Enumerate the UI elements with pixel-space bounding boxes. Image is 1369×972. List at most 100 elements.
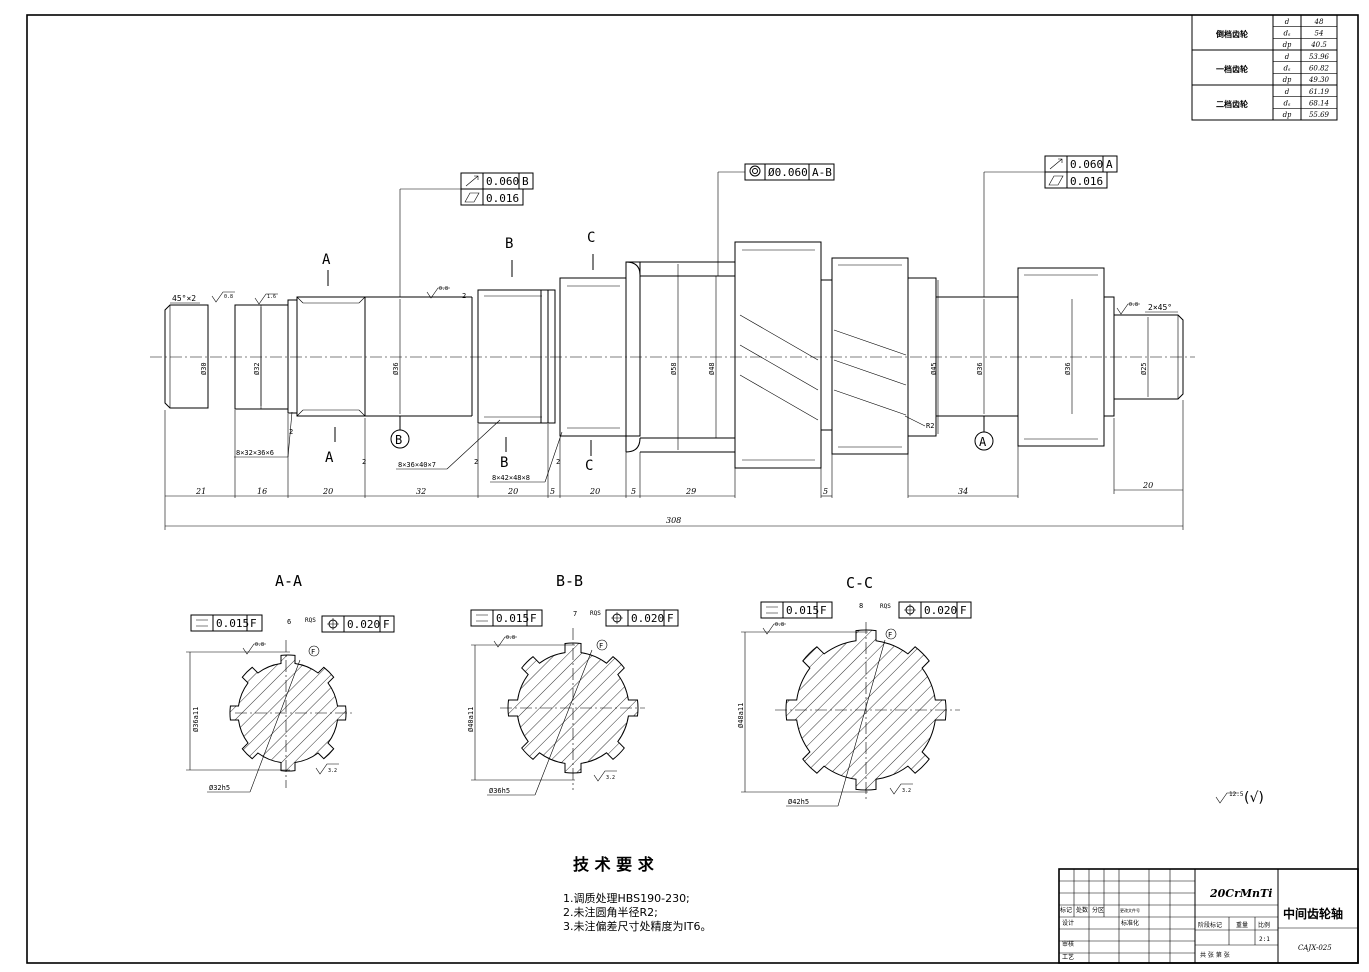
requirement-item: 1.调质处理HBS190-230;: [563, 892, 690, 905]
gear-sym: dբ: [1283, 76, 1292, 84]
tolerance-frame-concentricity: Ø0.060 A-B: [717, 163, 835, 276]
shaft-main-view: Ø30 Ø32 Ø36 Ø58 Ø48 Ø45 Ø36 Ø36 Ø25 45°×…: [150, 155, 1195, 530]
sec-a-flat-ref: F: [250, 617, 257, 630]
gear-parameter-table: 倒档齿轮 一档齿轮 二档齿轮 d 48 dₐ 54 dբ 40.5 d 53.9…: [1191, 14, 1338, 121]
dim-d30: Ø30: [200, 362, 208, 375]
gear-sym: dₐ: [1283, 100, 1290, 108]
length-dimensions: 21 16 20 32 20 5 20 5 29 5 34 20 308: [164, 400, 1184, 530]
cylindricity-icon: [1048, 175, 1064, 186]
gear-val: 60.82: [1309, 65, 1330, 73]
small-dim: 2: [362, 458, 366, 466]
len-dim: 16: [257, 487, 267, 496]
sec-a-pos: 0.020: [347, 618, 380, 631]
sec-a-pos-ref: F: [383, 618, 390, 631]
svg-text:12.5: 12.5: [1229, 791, 1244, 798]
radius-label: R2: [926, 422, 934, 430]
section-c-title: C-C: [846, 574, 873, 592]
section-a-title: A-A: [275, 572, 302, 590]
datum-b-icon: [390, 429, 410, 449]
sec-c-rqs: RQS: [880, 603, 891, 610]
gear-val: 48: [1314, 18, 1324, 26]
gear-sym: dբ: [1283, 41, 1292, 49]
general-roughness: 12.5 (√): [1215, 790, 1264, 806]
runout-icon: [1049, 158, 1063, 170]
part-name: 中间齿轮轴: [1283, 906, 1343, 921]
section-marker-b-top: B: [505, 236, 513, 252]
gear-val: 61.19: [1309, 88, 1330, 96]
gear-sym: d: [1285, 88, 1290, 96]
count-label: 处数: [1076, 906, 1088, 914]
gear-val: 40.5: [1310, 41, 1327, 49]
svg-text:0.8: 0.8: [439, 286, 448, 292]
dim-d58: Ø58: [670, 362, 678, 375]
len-dim: 20: [1142, 481, 1153, 490]
sec-b-outer: Ø40a11: [467, 707, 475, 732]
section-view-c: C-C 0.015 F 0.020 F 8 RQS Ø48a11 Ø42h5 F…: [737, 574, 972, 807]
gear-sym: dₐ: [1283, 65, 1290, 73]
sec-c-flat: 0.015: [786, 604, 819, 617]
drawing-border: [26, 14, 1359, 964]
section-marker-b-bottom: B: [500, 455, 508, 471]
gear-group-3-name: 二档齿轮: [1216, 99, 1248, 109]
sec-a-inner: Ø32h5: [209, 784, 230, 792]
datum-a-icon: [974, 431, 994, 451]
svg-text:3.2: 3.2: [606, 775, 615, 781]
weight-label: 重量: [1236, 921, 1248, 929]
len-dim: 29: [685, 487, 696, 496]
dim-d48: Ø48: [708, 362, 716, 375]
gear-val: 54: [1315, 30, 1324, 38]
sec-a-rqs: RQS: [305, 617, 316, 624]
sec-c-pos: 0.020: [924, 604, 957, 617]
svg-text:F: F: [888, 631, 892, 639]
gear-val: 68.14: [1309, 100, 1329, 108]
len-dim: 21: [195, 487, 206, 496]
tol-concentricity-ref: A-B: [812, 166, 832, 179]
spline-callout-b: 8×36×40×7: [398, 461, 436, 469]
sec-c-flat-ref: F: [820, 604, 827, 617]
concentricity-icon: [749, 165, 761, 177]
drawing-number: CAJX-025: [1298, 944, 1332, 952]
tol-left-ref: B: [522, 175, 529, 188]
gear-sym: dբ: [1283, 111, 1292, 119]
len-dim: 20: [589, 487, 600, 496]
svg-text:1.6: 1.6: [267, 294, 276, 300]
len-dim: 5: [550, 487, 555, 496]
tol-right-ref: A: [1106, 158, 1113, 171]
section-marker-c-bottom: C: [585, 458, 593, 474]
gear-val: 49.30: [1308, 76, 1330, 84]
len-dim: 34: [958, 487, 968, 496]
svg-text:0.8: 0.8: [506, 635, 515, 641]
small-dim: 2: [474, 458, 478, 466]
svg-text:0.8: 0.8: [255, 642, 264, 648]
craft-label: 工艺: [1062, 953, 1074, 961]
zone-label: 分区: [1092, 906, 1104, 914]
flatness-icon: [196, 619, 208, 627]
requirement-item: 3.未注偏差尺寸处精度为IT6。: [563, 919, 711, 933]
std-label: 标准化: [1121, 919, 1139, 927]
dim-d36: Ø36: [392, 362, 400, 375]
dim-d25: Ø25: [1140, 362, 1148, 375]
sec-c-pos-ref: F: [960, 604, 967, 617]
requirements-title: 技 术 要 求: [573, 855, 655, 874]
gear-val: 53.96: [1309, 53, 1330, 61]
dim-d36b: Ø36: [976, 362, 984, 375]
chamfer-left: 45°×2: [172, 294, 196, 303]
gear-val: 55.69: [1309, 111, 1330, 119]
svg-text:0.8: 0.8: [224, 294, 233, 300]
sec-b-key: 7: [573, 610, 577, 618]
roughness-icon: 0.8 1.6 0.8 0.8: [211, 286, 1140, 315]
svg-text:F: F: [311, 648, 315, 656]
svg-text:0.8: 0.8: [1129, 302, 1138, 308]
sec-a-outer: Ø36a11: [192, 707, 200, 732]
datum-a-label: A: [979, 435, 987, 449]
len-dim: 20: [507, 487, 518, 496]
small-dim: 2: [556, 458, 560, 466]
sec-b-pos: 0.020: [631, 612, 664, 625]
tol-concentricity: Ø0.060: [768, 166, 808, 179]
chamfer-right: 2×45°: [1148, 303, 1172, 312]
spline-callout-a: 8×32×36×6: [236, 449, 274, 457]
datum-b-label: B: [395, 433, 402, 447]
roughness-icon: [1215, 792, 1239, 804]
general-roughness-paren: (√): [1244, 790, 1264, 806]
